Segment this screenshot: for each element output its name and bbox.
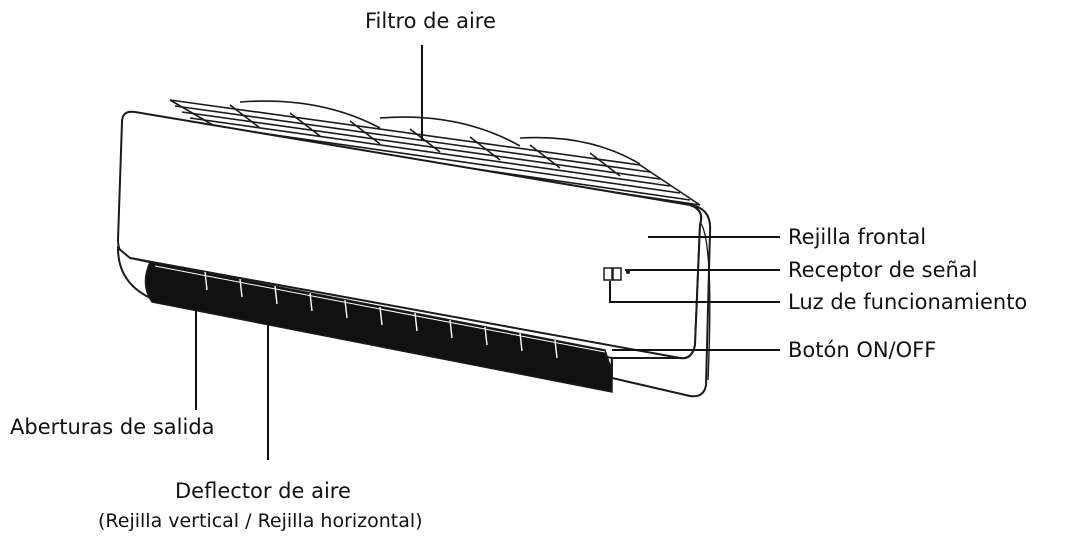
signal-receiver-label: Receptor de señal	[788, 258, 978, 282]
air-filter-label: Filtro de aire	[365, 9, 496, 33]
operation-light-label: Luz de funcionamiento	[788, 290, 1028, 314]
air-deflector-detail-label: (Rejilla vertical / Rejilla horizontal)	[98, 510, 423, 532]
outlet-openings-label: Aberturas de salida	[10, 415, 215, 439]
air-outlet-slot	[144, 261, 613, 393]
front-grille-label: Rejilla frontal	[788, 225, 927, 249]
operation-light-indicator	[612, 267, 622, 281]
signal-receiver-window	[603, 267, 613, 281]
air-deflector-label: Deflector de aire	[175, 479, 351, 503]
leader-lines	[195, 45, 780, 460]
on-off-button-label: Botón ON/OFF	[788, 338, 937, 362]
